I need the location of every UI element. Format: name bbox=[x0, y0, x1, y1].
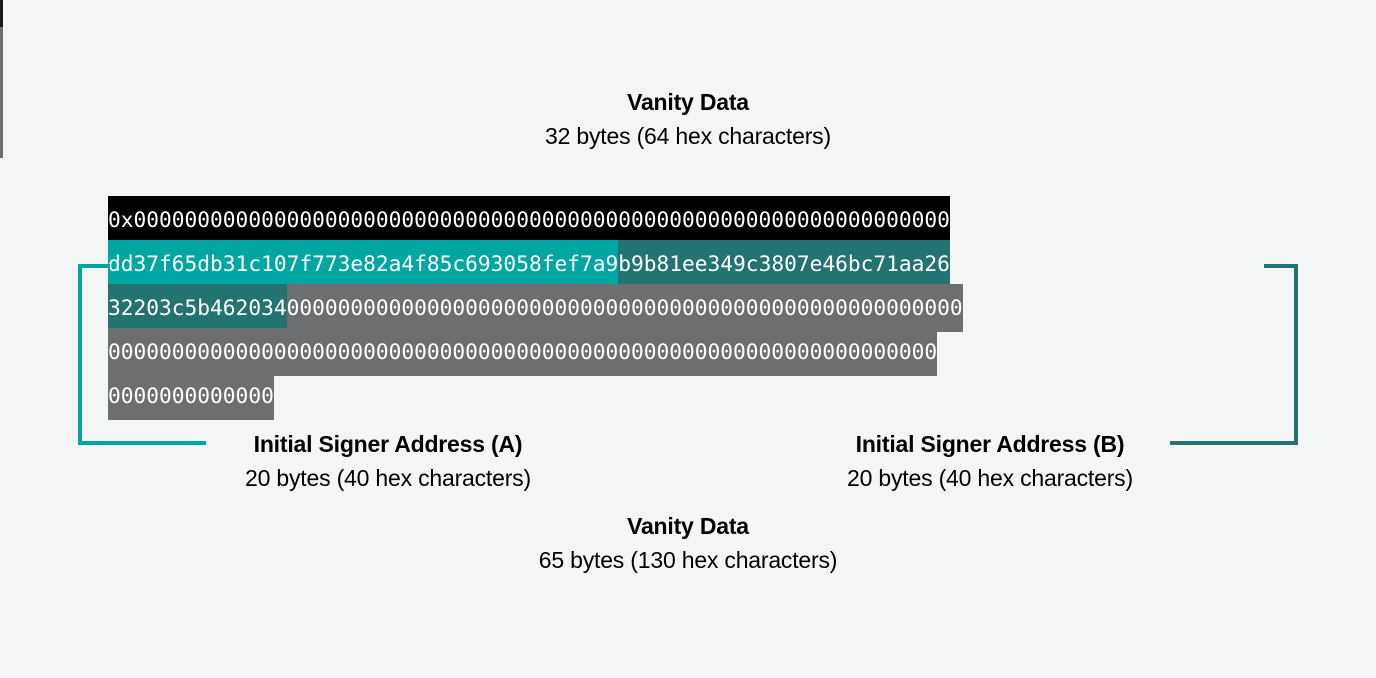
hex-segment-address-a: dd37f65db31c107f773e82a4f85c693058fef7a9 bbox=[108, 240, 619, 288]
vanity-data-top-subtitle: 32 bytes (64 hex characters) bbox=[545, 123, 831, 150]
address-a-caption: Initial Signer Address (A) 20 bytes (40 … bbox=[188, 430, 588, 494]
hex-segment-vanity-top: 0x00000000000000000000000000000000000000… bbox=[108, 196, 950, 244]
address-a-title: Initial Signer Address (A) bbox=[253, 431, 523, 457]
hex-row: 0000000000000000000000000000000000000000… bbox=[108, 328, 1266, 376]
hex-byte-block: 0x00000000000000000000000000000000000000… bbox=[108, 196, 1266, 420]
vanity-data-bottom-title: Vanity Data bbox=[627, 513, 749, 539]
address-b-subtitle: 20 bytes (40 hex characters) bbox=[847, 465, 1133, 492]
hex-row: 0x00000000000000000000000000000000000000… bbox=[108, 196, 1266, 244]
address-b-title: Initial Signer Address (B) bbox=[855, 431, 1125, 457]
address-a-bracket-top-arm bbox=[78, 264, 110, 268]
vanity-data-bottom-caption: Vanity Data 65 bytes (130 hex characters… bbox=[0, 512, 1376, 576]
address-b-caption: Initial Signer Address (B) 20 bytes (40 … bbox=[790, 430, 1190, 494]
hex-segment-vanity-bottom: 0000000000000000000000000000000000000000… bbox=[286, 284, 963, 332]
hex-row: dd37f65db31c107f773e82a4f85c693058fef7a9… bbox=[108, 240, 1266, 288]
hex-segment-address-b: 32203c5b462034 bbox=[108, 284, 287, 332]
vanity-data-bottom-subtitle: 65 bytes (130 hex characters) bbox=[538, 547, 838, 574]
address-b-bracket-stem bbox=[1294, 264, 1298, 445]
vanity-data-bottom-connector-line bbox=[0, 27, 3, 158]
address-b-bracket-bottom-arm bbox=[1170, 441, 1298, 445]
hex-row: 32203c5b46203400000000000000000000000000… bbox=[108, 284, 1266, 332]
vanity-data-top-caption: Vanity Data 32 bytes (64 hex characters) bbox=[0, 88, 1376, 152]
hex-segment-vanity-bottom: 0000000000000000000000000000000000000000… bbox=[108, 328, 938, 376]
vanity-data-top-connector-line bbox=[0, 0, 3, 27]
hex-segment-address-b: b9b81ee349c3807e46bc71aa26 bbox=[618, 240, 950, 288]
address-a-bracket-bottom-arm bbox=[78, 441, 206, 445]
address-a-bracket-stem bbox=[78, 264, 82, 445]
vanity-data-top-title: Vanity Data bbox=[627, 89, 749, 115]
hex-row: 0000000000000 bbox=[108, 372, 1266, 420]
address-b-bracket-top-arm bbox=[1264, 264, 1298, 268]
hex-segment-vanity-bottom: 0000000000000 bbox=[108, 372, 274, 420]
address-a-subtitle: 20 bytes (40 hex characters) bbox=[245, 465, 531, 492]
